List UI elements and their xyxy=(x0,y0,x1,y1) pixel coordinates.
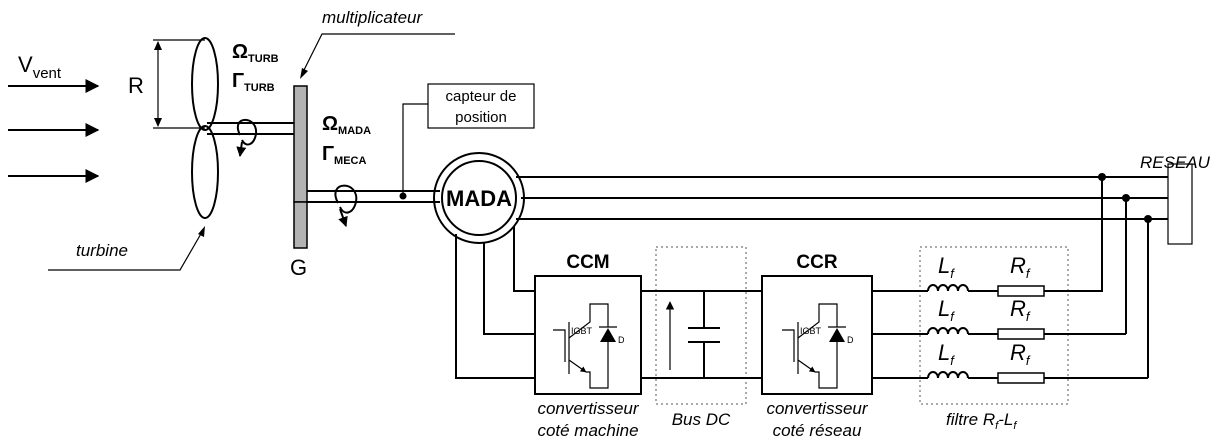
turbine-label: turbine xyxy=(76,241,128,260)
omega-turb-label: ΩTURB xyxy=(232,41,279,65)
inductor-label-1: Lf xyxy=(938,253,955,281)
grid-label: RESEAU xyxy=(1140,153,1211,172)
ccr-converter-box xyxy=(761,275,873,395)
resistor-label-2: Rf xyxy=(1010,296,1031,324)
ccm-igbt-diode-symbol xyxy=(553,303,617,389)
ccr-caption-line1: convertisseur xyxy=(766,399,868,418)
gearbox-G-label: G xyxy=(290,255,307,280)
bus-dc-caption: Bus DC xyxy=(672,410,731,429)
mada-torque-arrow xyxy=(334,184,358,214)
dc-bus-frame xyxy=(655,246,747,405)
resistor-label-1: Rf xyxy=(1010,253,1031,281)
resistor-3 xyxy=(997,372,1045,384)
inductor-label-3: Lf xyxy=(938,340,955,368)
ccm-diode-label: D xyxy=(618,335,625,345)
inductor-label-2: Lf xyxy=(938,296,955,324)
resistor-2 xyxy=(997,328,1045,340)
ccr-igbt-label: IGBT xyxy=(800,326,822,336)
mada-label: MADA xyxy=(446,186,512,211)
filter-frame xyxy=(919,246,1069,405)
filter-phase-3 xyxy=(872,371,1148,384)
ccm-igbt-label: IGBT xyxy=(571,326,593,336)
position-sensor-box xyxy=(427,83,535,129)
multiplicateur-label: multiplicateur xyxy=(322,8,423,27)
grid-bar xyxy=(1167,163,1193,245)
gamma-turb-label: ΓTURB xyxy=(232,70,275,94)
sensor-wire xyxy=(402,103,428,196)
omega-mada-label: ΩMADA xyxy=(322,113,371,137)
rotor-radius-marker xyxy=(153,39,205,129)
gearbox-large-plate xyxy=(293,85,308,203)
gamma-meca-label: ΓMECA xyxy=(322,143,366,167)
filter-phase-1 xyxy=(872,284,1102,297)
ccm-converter-box xyxy=(534,275,642,395)
ccr-diode-label: D xyxy=(847,335,854,345)
turbine-torque-arrow xyxy=(236,119,258,146)
sensor-label-line1: capteur de xyxy=(446,88,517,105)
turbine-torque-arrowhead xyxy=(236,141,247,157)
filter-phase-2 xyxy=(872,327,1126,340)
turbine-blades xyxy=(191,37,219,219)
ccm-caption-line1: convertisseur xyxy=(537,399,639,418)
slow-shaft xyxy=(207,122,294,135)
stator-lines xyxy=(516,176,1168,220)
wind-arrows xyxy=(8,79,100,183)
ccr-title: CCR xyxy=(796,252,837,273)
sensor-label-line2: position xyxy=(455,109,507,126)
gearbox-small-plate xyxy=(293,201,308,249)
ccr-igbt-diode-symbol xyxy=(782,303,846,389)
ccm-caption-line2: coté machine xyxy=(537,421,638,440)
turbine-callout-line xyxy=(48,231,203,271)
rotor-lines xyxy=(455,226,535,379)
resistor-label-3: Rf xyxy=(1010,340,1031,368)
ccr-caption-line2: coté réseau xyxy=(773,421,862,440)
mada-torque-arrowhead xyxy=(338,208,348,227)
dc-bus-wiring xyxy=(641,290,762,379)
fast-shaft xyxy=(307,190,440,203)
multiplicateur-callout-line xyxy=(302,33,455,73)
grid-feed-lines xyxy=(1101,177,1149,378)
mada-rotor-circle xyxy=(441,160,517,236)
radius-label: R xyxy=(128,73,144,98)
resistor-1 xyxy=(997,285,1045,297)
filter-caption: filtre Rf-Lf xyxy=(946,410,1017,432)
ccm-title: CCM xyxy=(566,252,609,273)
wind-speed-label: Vvent xyxy=(18,52,62,82)
